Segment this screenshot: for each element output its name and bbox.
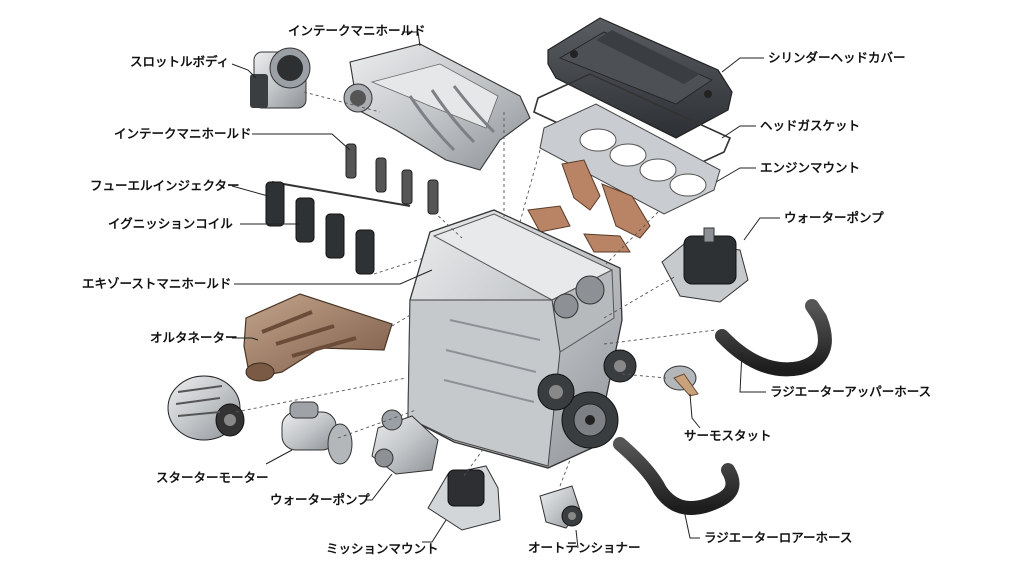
ps-pulley xyxy=(603,349,637,383)
label-fuel-injector: フューエルインジェクター xyxy=(90,178,240,193)
label-intake-manifold-left: インテークマニホールド xyxy=(114,126,252,141)
head-gasket xyxy=(533,73,732,177)
label-radiator-lower-hose: ラジエーターロアーホース xyxy=(704,530,852,545)
label-intake-manifold-top: インテークマニホールド xyxy=(288,23,426,38)
label-starter-motor: スターターモーター xyxy=(156,470,269,485)
engine-block xyxy=(407,209,623,469)
fuel-injectors xyxy=(345,143,439,215)
label-water-pump-right: ウォーターポンプ xyxy=(784,210,884,225)
label-auto-tensioner: オートテンショナー xyxy=(528,540,641,555)
label-head-gasket: ヘッドガスケット xyxy=(760,118,860,133)
thermostat xyxy=(663,365,699,397)
exhaust-manifold xyxy=(243,293,393,382)
label-throttle-body: スロットルボディ xyxy=(130,54,229,69)
radiator-upper-hose xyxy=(715,299,832,377)
alternator xyxy=(167,375,245,441)
assembly-guides xyxy=(235,91,717,487)
label-water-pump-bottom: ウォーターポンプ xyxy=(270,492,370,507)
starter-motor xyxy=(281,401,353,465)
intake-manifold-top xyxy=(343,43,531,171)
label-alternator: オルタネーター xyxy=(150,330,238,345)
label-ignition-coil: イグニッションコイル xyxy=(108,216,233,231)
leader-lines xyxy=(231,31,780,549)
throttle-body xyxy=(250,47,311,109)
engine-mount xyxy=(661,227,749,303)
auto-tensioner xyxy=(539,485,583,529)
label-engine-mount: エンジンマウント xyxy=(760,160,860,175)
transmission-mount xyxy=(427,465,501,531)
idler-pulley xyxy=(537,373,575,411)
label-radiator-upper-hose: ラジエーターアッパーホース xyxy=(770,384,931,399)
cylinder-head-cover xyxy=(547,17,733,139)
water-pump-bottom xyxy=(371,409,439,475)
label-transmission-mount: ミッションマウント xyxy=(326,541,439,556)
label-cylinder-head-cover: シリンダーヘッドカバー xyxy=(768,50,906,65)
label-thermostat: サーモスタット xyxy=(684,428,772,443)
ignition-coils xyxy=(265,181,411,275)
crank-pulley xyxy=(561,391,619,449)
radiator-lower-hose xyxy=(613,437,740,515)
label-exhaust-manifold: エキゾーストマニホールド xyxy=(82,276,231,291)
cylinder-gasket-plate xyxy=(539,103,721,215)
exhaust-gaskets xyxy=(527,159,651,253)
